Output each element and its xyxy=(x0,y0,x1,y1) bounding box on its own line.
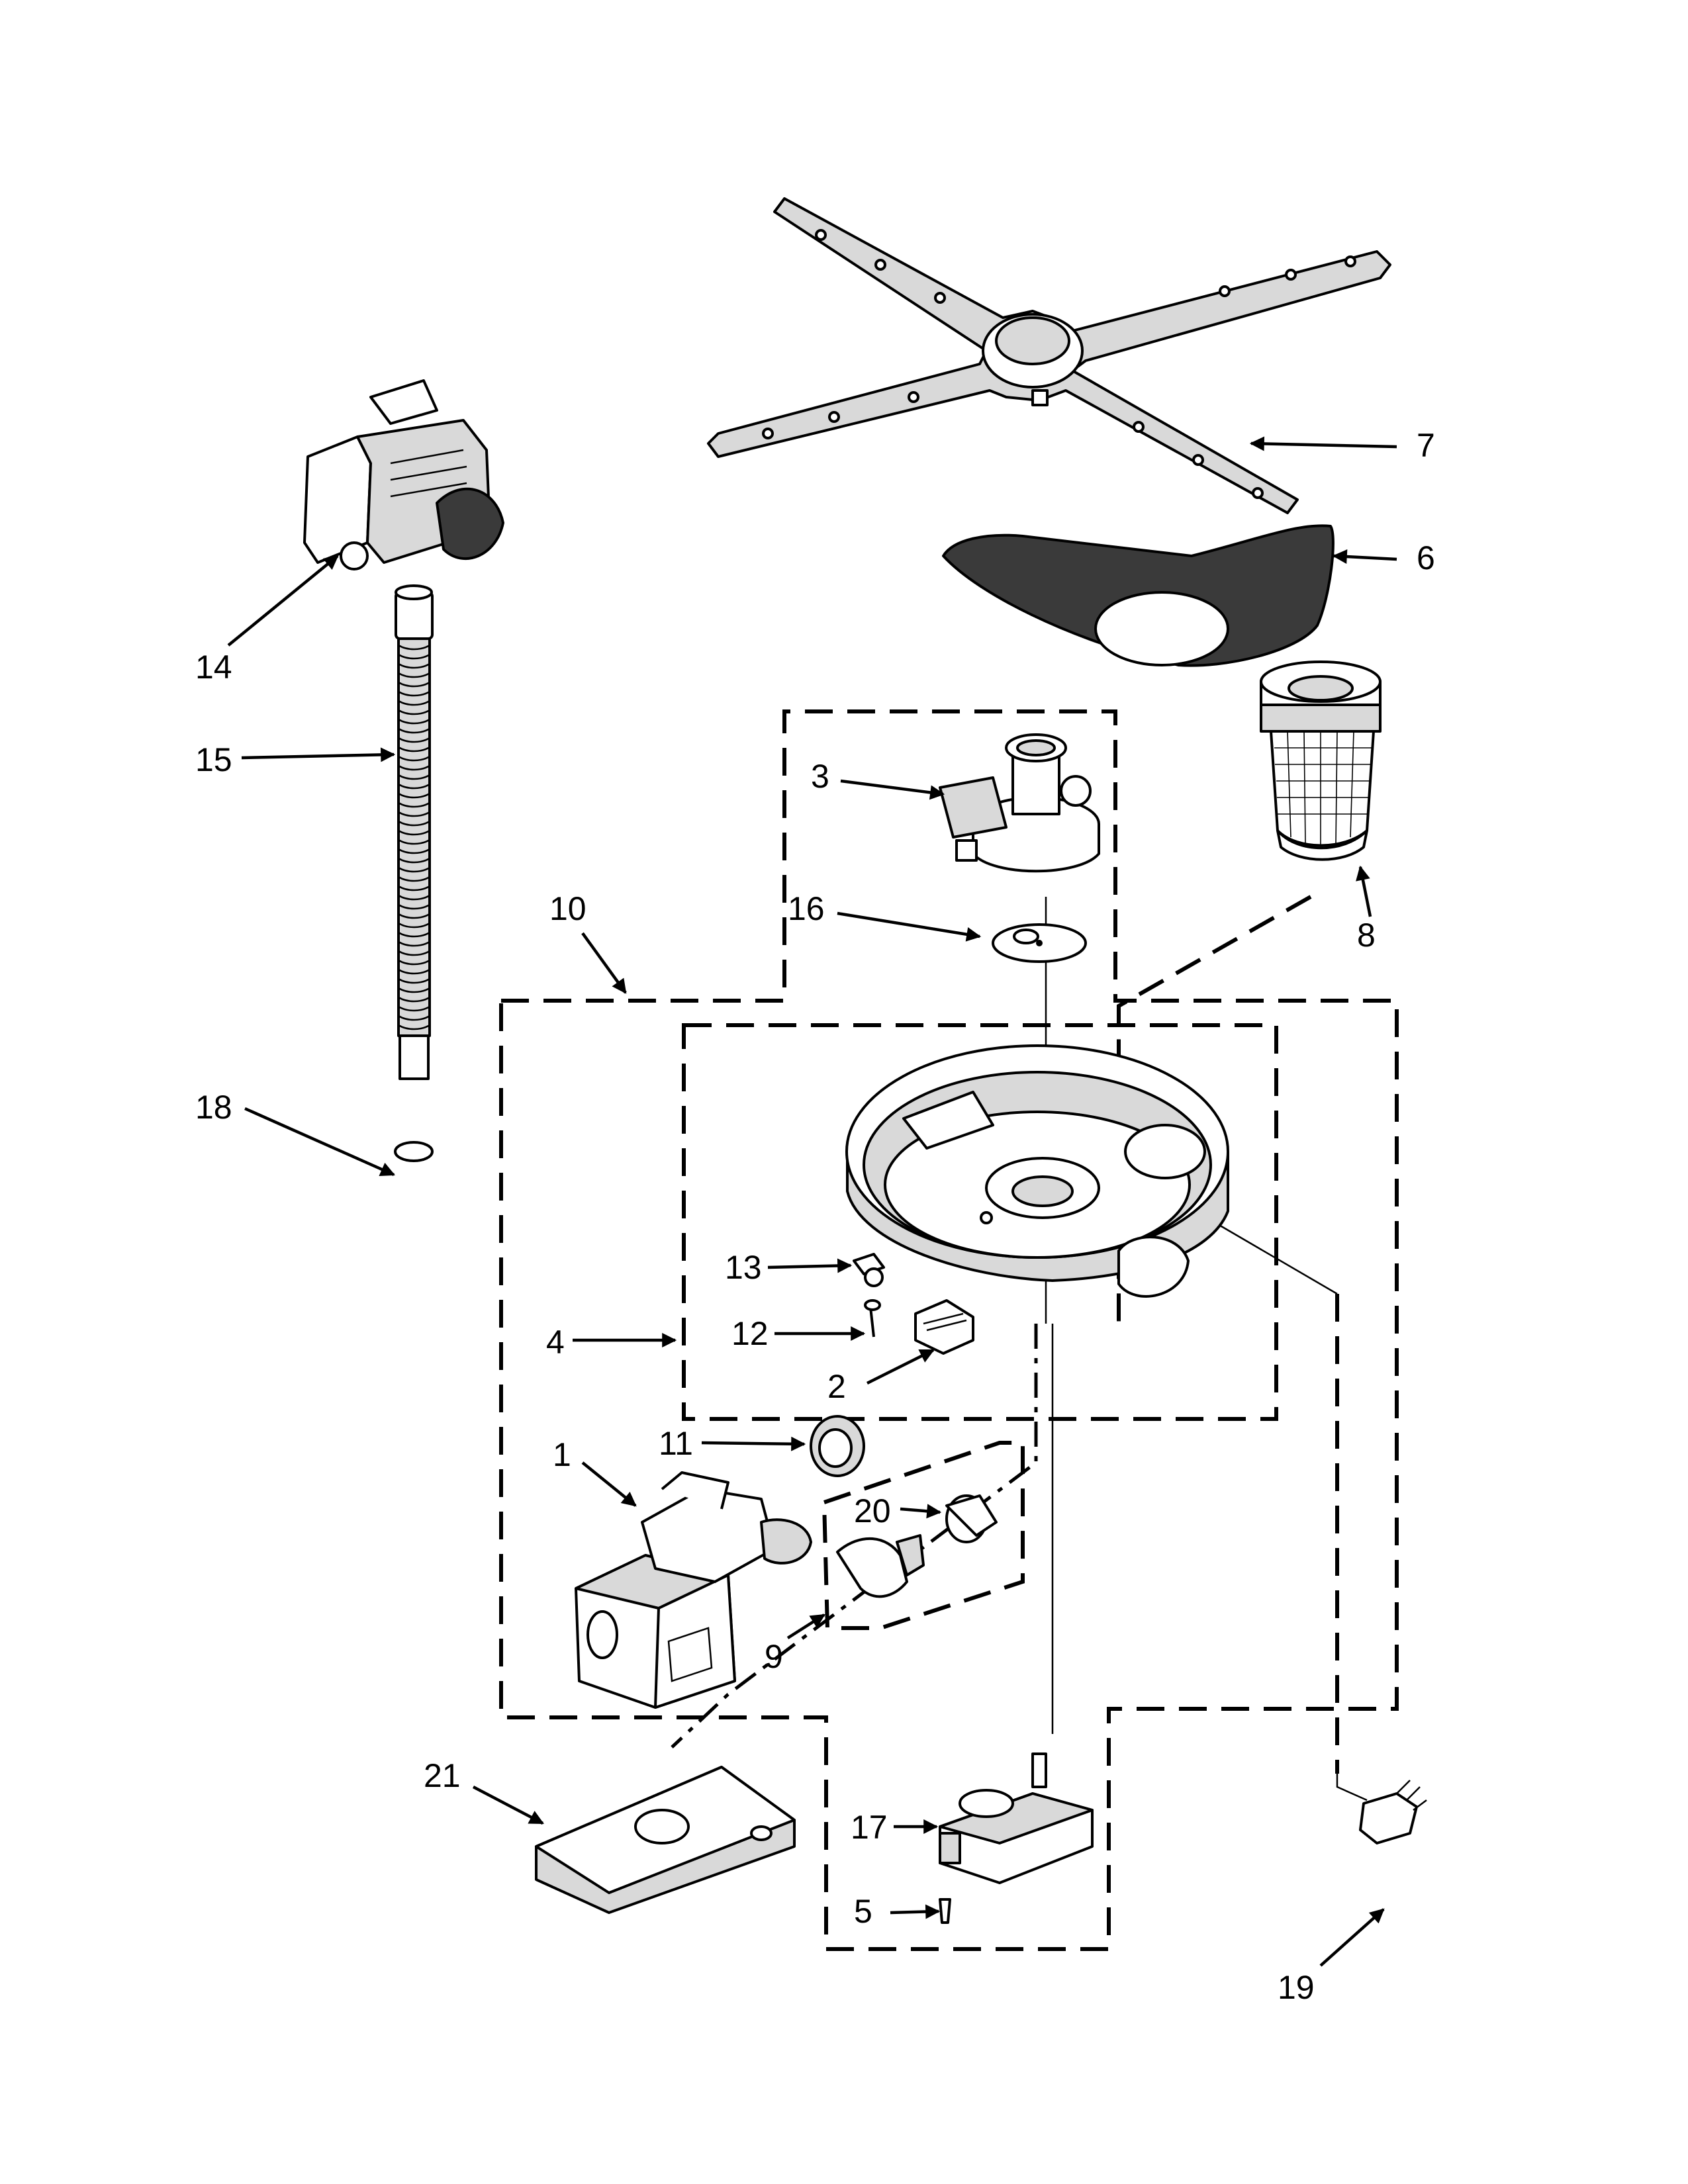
callout-17: 17 xyxy=(851,1809,888,1846)
cover-part xyxy=(535,1766,796,1914)
leader-18 xyxy=(244,1107,396,1177)
leader-3 xyxy=(840,779,945,800)
leader-8 xyxy=(1356,865,1372,917)
leader-14 xyxy=(227,555,339,647)
callout-10: 10 xyxy=(549,890,586,927)
callout-1: 1 xyxy=(553,1436,571,1473)
callout-6: 6 xyxy=(1417,539,1435,576)
callout-19: 19 xyxy=(1278,1969,1315,2006)
leader-6 xyxy=(1332,549,1397,565)
callout-20: 20 xyxy=(854,1492,891,1529)
callout-12: 12 xyxy=(731,1315,769,1352)
callout-5: 5 xyxy=(854,1893,872,1930)
callout-labels: 7 6 8 3 16 10 14 15 18 13 12 2 4 11 1 20… xyxy=(195,427,1435,2006)
leader-lines xyxy=(227,436,1397,1967)
leader-1 xyxy=(581,1461,637,1507)
disc-part xyxy=(992,923,1087,963)
callout-16: 16 xyxy=(788,890,825,927)
drain-hose-part xyxy=(394,584,434,1162)
leader-5 xyxy=(890,1904,941,1919)
callout-3: 3 xyxy=(811,758,829,795)
callout-9: 9 xyxy=(765,1638,783,1675)
callout-18: 18 xyxy=(195,1089,232,1126)
leader-10 xyxy=(581,932,627,994)
diverter-motor-part xyxy=(939,1752,1094,1924)
assembly-4-outline xyxy=(682,1023,1278,1421)
leader-2 xyxy=(866,1348,935,1385)
connector-line-diverter xyxy=(1045,897,1054,1734)
connector-line-sensor-3 xyxy=(1336,1774,1368,1801)
callout-2: 2 xyxy=(827,1368,846,1405)
leader-21 xyxy=(472,1786,544,1825)
sump-part xyxy=(845,1044,1229,1298)
shield-part xyxy=(942,524,1335,667)
leader-20 xyxy=(900,1504,942,1519)
leader-11 xyxy=(701,1436,806,1451)
callout-15: 15 xyxy=(195,741,232,778)
sensor-part xyxy=(1359,1780,1427,1844)
leader-9 xyxy=(786,1614,825,1639)
small-parts-13-12-2 xyxy=(853,1253,974,1355)
spray-arm-part xyxy=(707,197,1391,514)
callout-13: 13 xyxy=(725,1249,762,1286)
callout-21: 21 xyxy=(424,1757,461,1794)
callout-11: 11 xyxy=(659,1425,693,1462)
connector-line-sensor xyxy=(1217,1223,1338,1295)
pump-part xyxy=(575,1471,812,1709)
diverter-housing-part xyxy=(939,733,1100,873)
callout-7: 7 xyxy=(1417,427,1435,464)
callout-4: 4 xyxy=(546,1324,565,1361)
seal-ring-part xyxy=(810,1415,865,1477)
leader-19 xyxy=(1319,1908,1385,1967)
callout-8: 8 xyxy=(1357,917,1376,954)
assembly-boundaries xyxy=(499,709,1399,1951)
hose-part xyxy=(836,1494,998,1598)
callout-14: 14 xyxy=(195,649,232,686)
leader-15 xyxy=(241,747,396,762)
leader-13 xyxy=(767,1258,853,1273)
drain-pump-part xyxy=(303,379,504,570)
leader-16 xyxy=(837,911,982,942)
filter-basket-part xyxy=(1260,660,1382,861)
leader-7 xyxy=(1249,436,1397,451)
assembly-9-outline xyxy=(821,1441,1025,1630)
